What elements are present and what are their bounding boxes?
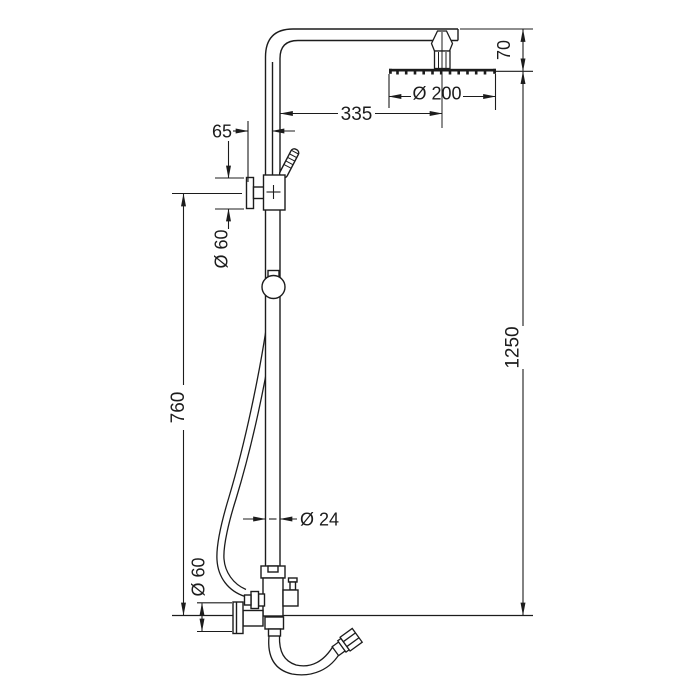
hand-shower-handle bbox=[278, 148, 300, 179]
holder-knob bbox=[245, 176, 255, 210]
diverter-valve bbox=[243, 565, 299, 637]
dim-column-diameter: Ø 24 bbox=[243, 510, 339, 530]
flange-stem bbox=[242, 609, 264, 627]
dim-label-head-drop: 70 bbox=[494, 40, 514, 60]
hand-shower-hose bbox=[216, 329, 274, 598]
slider-knob bbox=[261, 269, 286, 300]
dim-label-slider-height: 760 bbox=[168, 392, 189, 424]
dim-slider-height: 760 bbox=[168, 192, 242, 616]
dim-label-overall-height: 1250 bbox=[503, 326, 524, 368]
dim-holder-offset: 65 bbox=[212, 121, 295, 182]
dim-overall-height: 1250 bbox=[503, 71, 526, 616]
dim-label-head-diameter: Ø 200 bbox=[412, 84, 461, 104]
dim-head-diameter: Ø 200 bbox=[388, 74, 497, 128]
dim-label-arm-offset: 335 bbox=[341, 104, 373, 125]
inlet-nut bbox=[250, 590, 260, 610]
dim-label-holder-diameter: Ø 60 bbox=[212, 229, 232, 268]
inlet-connector bbox=[257, 593, 266, 607]
dim-holder-diameter: Ø 60 bbox=[212, 141, 244, 269]
hose-inlet-end bbox=[243, 594, 252, 606]
outlet-hose bbox=[268, 627, 364, 676]
diverter-pin bbox=[289, 581, 297, 591]
outlet-neck bbox=[267, 628, 282, 637]
hand-shower bbox=[245, 148, 300, 211]
hose-fitting bbox=[331, 627, 364, 657]
head-plate bbox=[389, 68, 496, 72]
holder-crosshair bbox=[266, 185, 281, 199]
wall-flange bbox=[232, 601, 264, 635]
valve-outlet bbox=[264, 616, 285, 630]
dim-label-column-diameter: Ø 24 bbox=[300, 510, 339, 530]
spray-nozzles bbox=[396, 71, 487, 75]
rain-shower-head bbox=[389, 30, 496, 75]
dim-arm-offset: 335 bbox=[279, 104, 443, 125]
dim-label-holder-offset: 65 bbox=[212, 122, 232, 142]
dim-flange-diameter: Ø 60 bbox=[189, 557, 232, 633]
diverter-knob bbox=[282, 589, 299, 607]
valve-body bbox=[262, 577, 284, 617]
dim-head-drop: 70 bbox=[460, 28, 533, 72]
dim-label-flange-diameter: Ø 60 bbox=[189, 557, 209, 596]
